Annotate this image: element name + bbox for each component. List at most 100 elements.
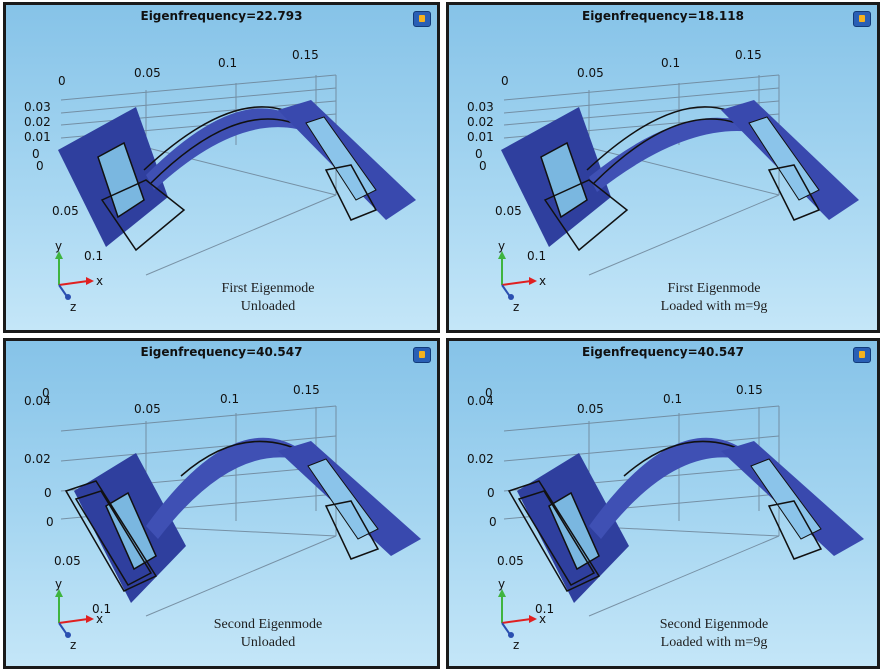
z-axis-label: z <box>70 300 76 314</box>
z-tick-label: 0 <box>479 159 487 173</box>
y-tick-label: 0.1 <box>535 602 554 616</box>
caption-load: Unloaded <box>240 299 296 314</box>
mode-shape-plot: 0 0.03 0.02 0.01 0 0 0.05 0.1 0.15 0.05 … <box>467 48 859 314</box>
z-tick-label: 0 <box>32 147 40 161</box>
left-clamp-slot <box>97 141 145 219</box>
z-tick-label: 0.01 <box>467 130 494 144</box>
x-tick-label: 0.05 <box>577 66 604 80</box>
beam-structure <box>507 437 864 603</box>
plot-panel-1: Eigenfrequency=22.793 0 0.03 0.02 0.01 0… <box>3 2 440 333</box>
y-axis-label: y <box>498 239 505 253</box>
plot-panel-3: Eigenfrequency=40.547 0 0.04 0.02 0 0 0.… <box>3 338 440 669</box>
x-axis-label: x <box>539 612 546 626</box>
y-axis-label: y <box>55 577 62 591</box>
y-tick-label: 0.1 <box>92 602 111 616</box>
mode-caption: First Eigenmode Loaded with m=9g <box>634 280 794 316</box>
x-axis-label: x <box>539 274 546 288</box>
x-tick-label: 0.1 <box>220 392 239 406</box>
x-tick-label: 0.15 <box>292 48 319 62</box>
x-tick-label: 0.15 <box>735 48 762 62</box>
mode-caption: Second Eigenmode Unloaded <box>188 616 348 652</box>
z-axis-label: z <box>513 300 519 314</box>
z-tick-label: 0 <box>36 159 44 173</box>
y-tick-label: 0.1 <box>527 249 546 263</box>
beam-structure <box>64 437 421 603</box>
mode-shape-plot: 0 0.04 0.02 0 0 0.05 0.1 0.15 0.05 0.1 y… <box>467 383 864 652</box>
z-tick-label: 0.02 <box>24 115 51 129</box>
arched-beam <box>146 108 316 190</box>
z-tick-label: 0.02 <box>24 452 51 466</box>
z-tick-label: 0.02 <box>467 452 494 466</box>
x-tick-label: 0.05 <box>134 402 161 416</box>
x-tick-label: 0.1 <box>663 392 682 406</box>
x-tick-label: 0.15 <box>736 383 763 397</box>
undeformed-outline <box>507 480 823 592</box>
y-tick-label: 0.05 <box>52 204 79 218</box>
z-tick-label: 0 <box>485 386 493 400</box>
undeformed-outline <box>64 480 380 592</box>
left-clamp-slot <box>548 491 600 571</box>
eigenfrequency-title: Eigenfrequency=22.793 <box>140 9 303 23</box>
z-axis-label: z <box>513 638 519 652</box>
x-tick-label: 0.05 <box>577 402 604 416</box>
axis-triad: y x z <box>498 577 546 652</box>
y-tick-label: 0.1 <box>84 249 103 263</box>
caption-mode: First Eigenmode <box>667 281 761 296</box>
arched-beam <box>146 437 318 539</box>
mode-caption: First Eigenmode Unloaded <box>188 280 348 316</box>
caption-load: Loaded with m=9g <box>660 299 768 314</box>
view-toggle-icon[interactable] <box>853 347 871 363</box>
left-clamp-slot <box>540 141 588 219</box>
z-tick-label: 0.04 <box>467 394 494 408</box>
x-tick-label: 0.1 <box>661 56 680 70</box>
plot-panel-4: Eigenfrequency=40.547 0 0.04 0.02 0 0 0.… <box>446 338 880 669</box>
beam-structure <box>501 100 859 252</box>
view-toggle-icon[interactable] <box>413 347 431 363</box>
axis-triad: y x z <box>55 239 103 314</box>
undeformed-outline <box>100 164 378 252</box>
left-clamp-slot <box>105 491 157 571</box>
caption-mode: Second Eigenmode <box>659 617 769 632</box>
x-tick-label: 0.15 <box>293 383 320 397</box>
caption-load: Loaded with m=9g <box>660 635 768 650</box>
z-tick-label: 0 <box>42 386 50 400</box>
z-axis-label: z <box>70 638 76 652</box>
z-tick-label: 0.01 <box>24 130 51 144</box>
z-tick-label: 0 <box>487 486 495 500</box>
y-axis-label: y <box>55 239 62 253</box>
view-toggle-icon[interactable] <box>413 11 431 27</box>
y-tick-label: 0.05 <box>54 554 81 568</box>
z-tick-label: 0 <box>58 74 66 88</box>
z-tick-label: 0 <box>475 147 483 161</box>
z-tick-label: 0.02 <box>467 115 494 129</box>
eigenfrequency-title: Eigenfrequency=18.118 <box>582 9 744 23</box>
z-tick-label: 0 <box>46 515 54 529</box>
x-tick-label: 0.1 <box>218 56 237 70</box>
caption-load: Unloaded <box>240 635 296 650</box>
z-tick-label: 0.04 <box>24 394 51 408</box>
z-tick-label: 0 <box>44 486 52 500</box>
axis-triad: y x z <box>498 239 546 314</box>
caption-mode: First Eigenmode <box>221 281 315 296</box>
caption-mode: Second Eigenmode <box>213 617 323 632</box>
x-axis-label: x <box>96 274 103 288</box>
z-tick-label: 0.03 <box>467 100 494 114</box>
eigenfrequency-title: Eigenfrequency=40.547 <box>140 345 303 359</box>
y-tick-label: 0.05 <box>495 204 522 218</box>
plot-panel-2: Eigenfrequency=18.118 0 0.03 0.02 0.01 0… <box>446 2 880 333</box>
x-tick-label: 0.05 <box>134 66 161 80</box>
undeformed-outline <box>543 164 821 252</box>
arched-beam <box>589 437 761 539</box>
view-toggle-icon[interactable] <box>853 11 871 27</box>
mode-caption: Second Eigenmode Loaded with m=9g <box>634 616 794 652</box>
z-tick-label: 0 <box>501 74 509 88</box>
z-tick-label: 0.03 <box>24 100 51 114</box>
y-tick-label: 0.05 <box>497 554 524 568</box>
y-axis-label: y <box>498 577 505 591</box>
eigenfrequency-title: Eigenfrequency=40.547 <box>582 345 744 359</box>
beam-structure <box>58 100 416 252</box>
axis-triad: y x z <box>55 577 103 652</box>
x-axis-label: x <box>96 612 103 626</box>
mode-shape-plot: 0 0.03 0.02 0.01 0 0 0.05 0.1 0.15 0.05 … <box>24 48 416 314</box>
mode-shape-plot: 0 0.04 0.02 0 0 0.05 0.1 0.15 0.05 0.1 y… <box>24 383 421 652</box>
